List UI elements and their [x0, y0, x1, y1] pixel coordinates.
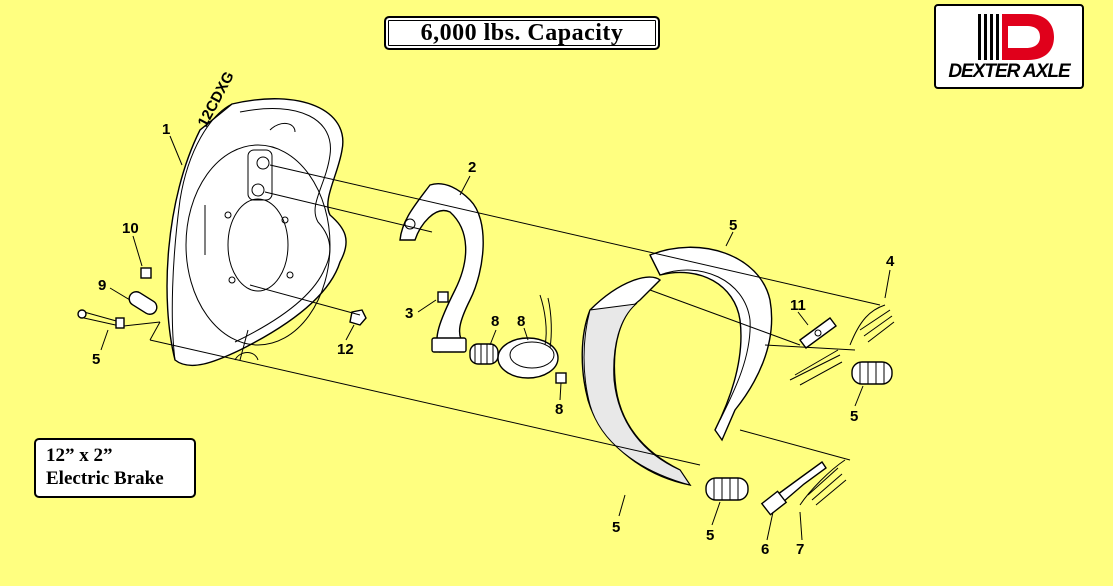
clip-11	[799, 317, 837, 349]
bushing-9	[128, 291, 158, 315]
backing-plate	[166, 98, 347, 367]
callout-5-pin: 5	[92, 351, 100, 368]
callout-12: 12	[337, 341, 354, 358]
actuating-arm	[399, 183, 484, 353]
callout-10: 10	[122, 220, 139, 237]
retractor-spring-mid	[789, 349, 843, 386]
callout-1: 1	[162, 121, 170, 138]
callout-5-spring-right: 5	[850, 408, 858, 425]
dexter-axle-logo: DEXTER AXLE	[934, 4, 1084, 89]
callout-8-spring: 8	[491, 313, 499, 330]
brake-shoe-secondary	[581, 276, 692, 487]
nut-12	[349, 309, 367, 326]
callout-7: 7	[796, 541, 804, 558]
callout-6: 6	[761, 541, 769, 558]
callout-2: 2	[468, 159, 476, 176]
caption-line-1: 12” x 2”	[46, 445, 113, 466]
callout-8-magnet: 8	[517, 313, 525, 330]
adjuster-assembly	[760, 461, 827, 516]
hold-down-pin-5	[77, 309, 125, 329]
spring-8	[469, 343, 499, 365]
logo-text: DEXTER AXLE	[948, 61, 1070, 82]
retractor-spring-4	[849, 304, 895, 346]
caption-line-2: Electric Brake	[46, 468, 164, 489]
assembly-lines	[123, 164, 881, 466]
callout-4: 4	[886, 253, 895, 270]
adjuster-spring-7	[799, 459, 847, 506]
clip-3	[437, 291, 449, 303]
logo-mark-icon	[978, 14, 1054, 60]
callout-5-shoe-bottom: 5	[612, 519, 620, 536]
callout-9: 9	[98, 277, 106, 294]
callout-3: 3	[405, 305, 413, 322]
magnet	[497, 294, 567, 384]
leader-lines	[100, 135, 891, 541]
page-title: 6,000 lbs. Capacity	[384, 16, 660, 50]
callout-8-clip: 8	[555, 401, 563, 418]
spring-5-right	[851, 361, 893, 385]
brake-shoe-primary	[649, 246, 773, 442]
nut-10	[140, 267, 152, 279]
callout-5-shoe-top: 5	[729, 217, 737, 234]
callout-5-spring-bottom: 5	[706, 527, 714, 544]
callout-11: 11	[790, 297, 806, 314]
spring-5-bottom	[705, 477, 749, 501]
caption-box: 12” x 2” Electric Brake	[34, 438, 196, 498]
